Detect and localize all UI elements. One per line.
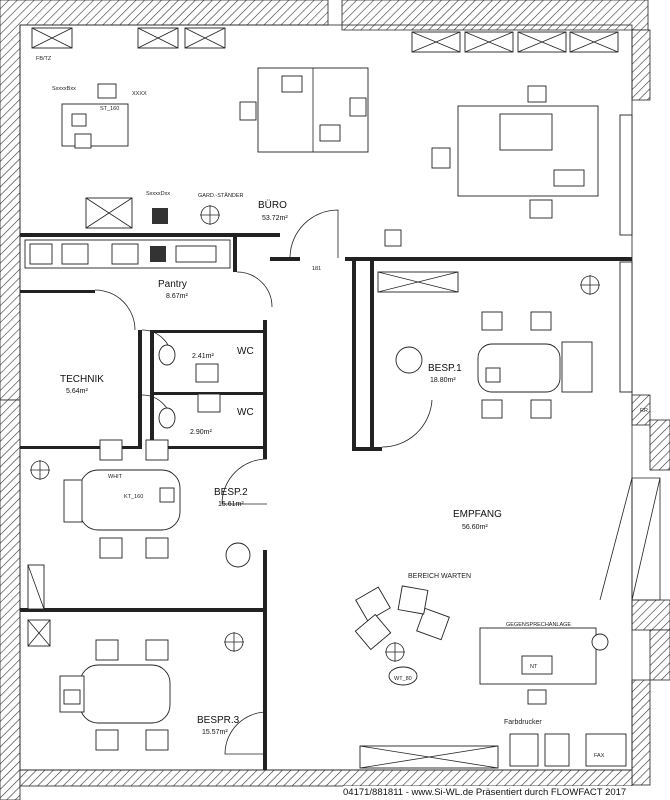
- room-area-buero: 53.72m²: [262, 215, 288, 222]
- room-name-buero: BÜRO: [258, 199, 287, 211]
- room-area-wc2: 2.90m²: [190, 429, 212, 436]
- label-bereich-warten: BEREICH WARTEN: [408, 573, 471, 580]
- room-labels: BÜRO 53.72m² Pantry 8.67m² TECHNIK 5.64m…: [60, 199, 502, 736]
- room-name-besp1: BESP.1: [428, 363, 462, 374]
- besp3-furniture: [27, 619, 244, 751]
- label-fbtz: FB/TZ: [36, 56, 52, 62]
- label-farbdrucker: Farbdrucker: [504, 719, 542, 726]
- room-area-besp1: 18.80m²: [430, 377, 456, 384]
- room-name-technik: TECHNIK: [60, 374, 104, 385]
- interior-walls: [20, 233, 632, 770]
- room-area-empfang: 56.60m²: [462, 524, 488, 531]
- windows-top: [31, 27, 619, 53]
- room-area-technik: 5.64m²: [66, 388, 88, 395]
- label-wt80: WT_80: [394, 676, 412, 682]
- label-xxxx: XXXX: [132, 91, 147, 97]
- label-st160: ST_160: [100, 106, 119, 112]
- pantry-furniture: [24, 239, 231, 269]
- doors: [94, 209, 661, 755]
- wc-fixtures: [158, 344, 221, 429]
- label-kt160: KT_160: [124, 494, 143, 500]
- room-name-besp2: BESP.2: [214, 487, 248, 498]
- room-name-wc1: WC: [237, 346, 254, 357]
- label-rr: RR: [640, 408, 648, 414]
- empfang-furniture: [354, 585, 627, 769]
- room-area-wc1: 2.41m²: [192, 353, 214, 360]
- label-sxxxxdxx: SxxxxDxx: [146, 191, 170, 197]
- room-area-pantry: 8.67m²: [166, 293, 188, 300]
- label-nt: NT: [530, 664, 538, 670]
- room-area-besp2: 15.61m²: [218, 501, 244, 508]
- label-fax: FAX: [594, 753, 605, 759]
- room-name-pantry: Pantry: [158, 279, 187, 290]
- furniture-labels: BEREICH WARTEN Farbdrucker GEGENSPRECHAN…: [36, 56, 648, 759]
- room-name-besp3: BESPR.3: [197, 715, 240, 726]
- label-whit: WHIT: [108, 474, 123, 480]
- room-name-empfang: EMPFANG: [453, 509, 502, 520]
- label-gegensprechanlage: GEGENSPRECHANLAGE: [506, 622, 571, 628]
- besp1-furniture: [377, 114, 633, 419]
- room-name-wc2: WC: [237, 407, 254, 418]
- footer-credit: 04171/881811 - www.Si-WL.de Präsentiert …: [343, 786, 670, 800]
- label-wt-size: 181: [312, 266, 321, 272]
- label-sxxxxbxx: SxxxxBxx: [52, 86, 76, 92]
- label-garderobe: GARD.-STÄNDER: [198, 192, 244, 199]
- besp2-furniture: [27, 439, 251, 610]
- room-area-besp3: 15.57m²: [202, 729, 228, 736]
- buero-furniture: [61, 67, 599, 247]
